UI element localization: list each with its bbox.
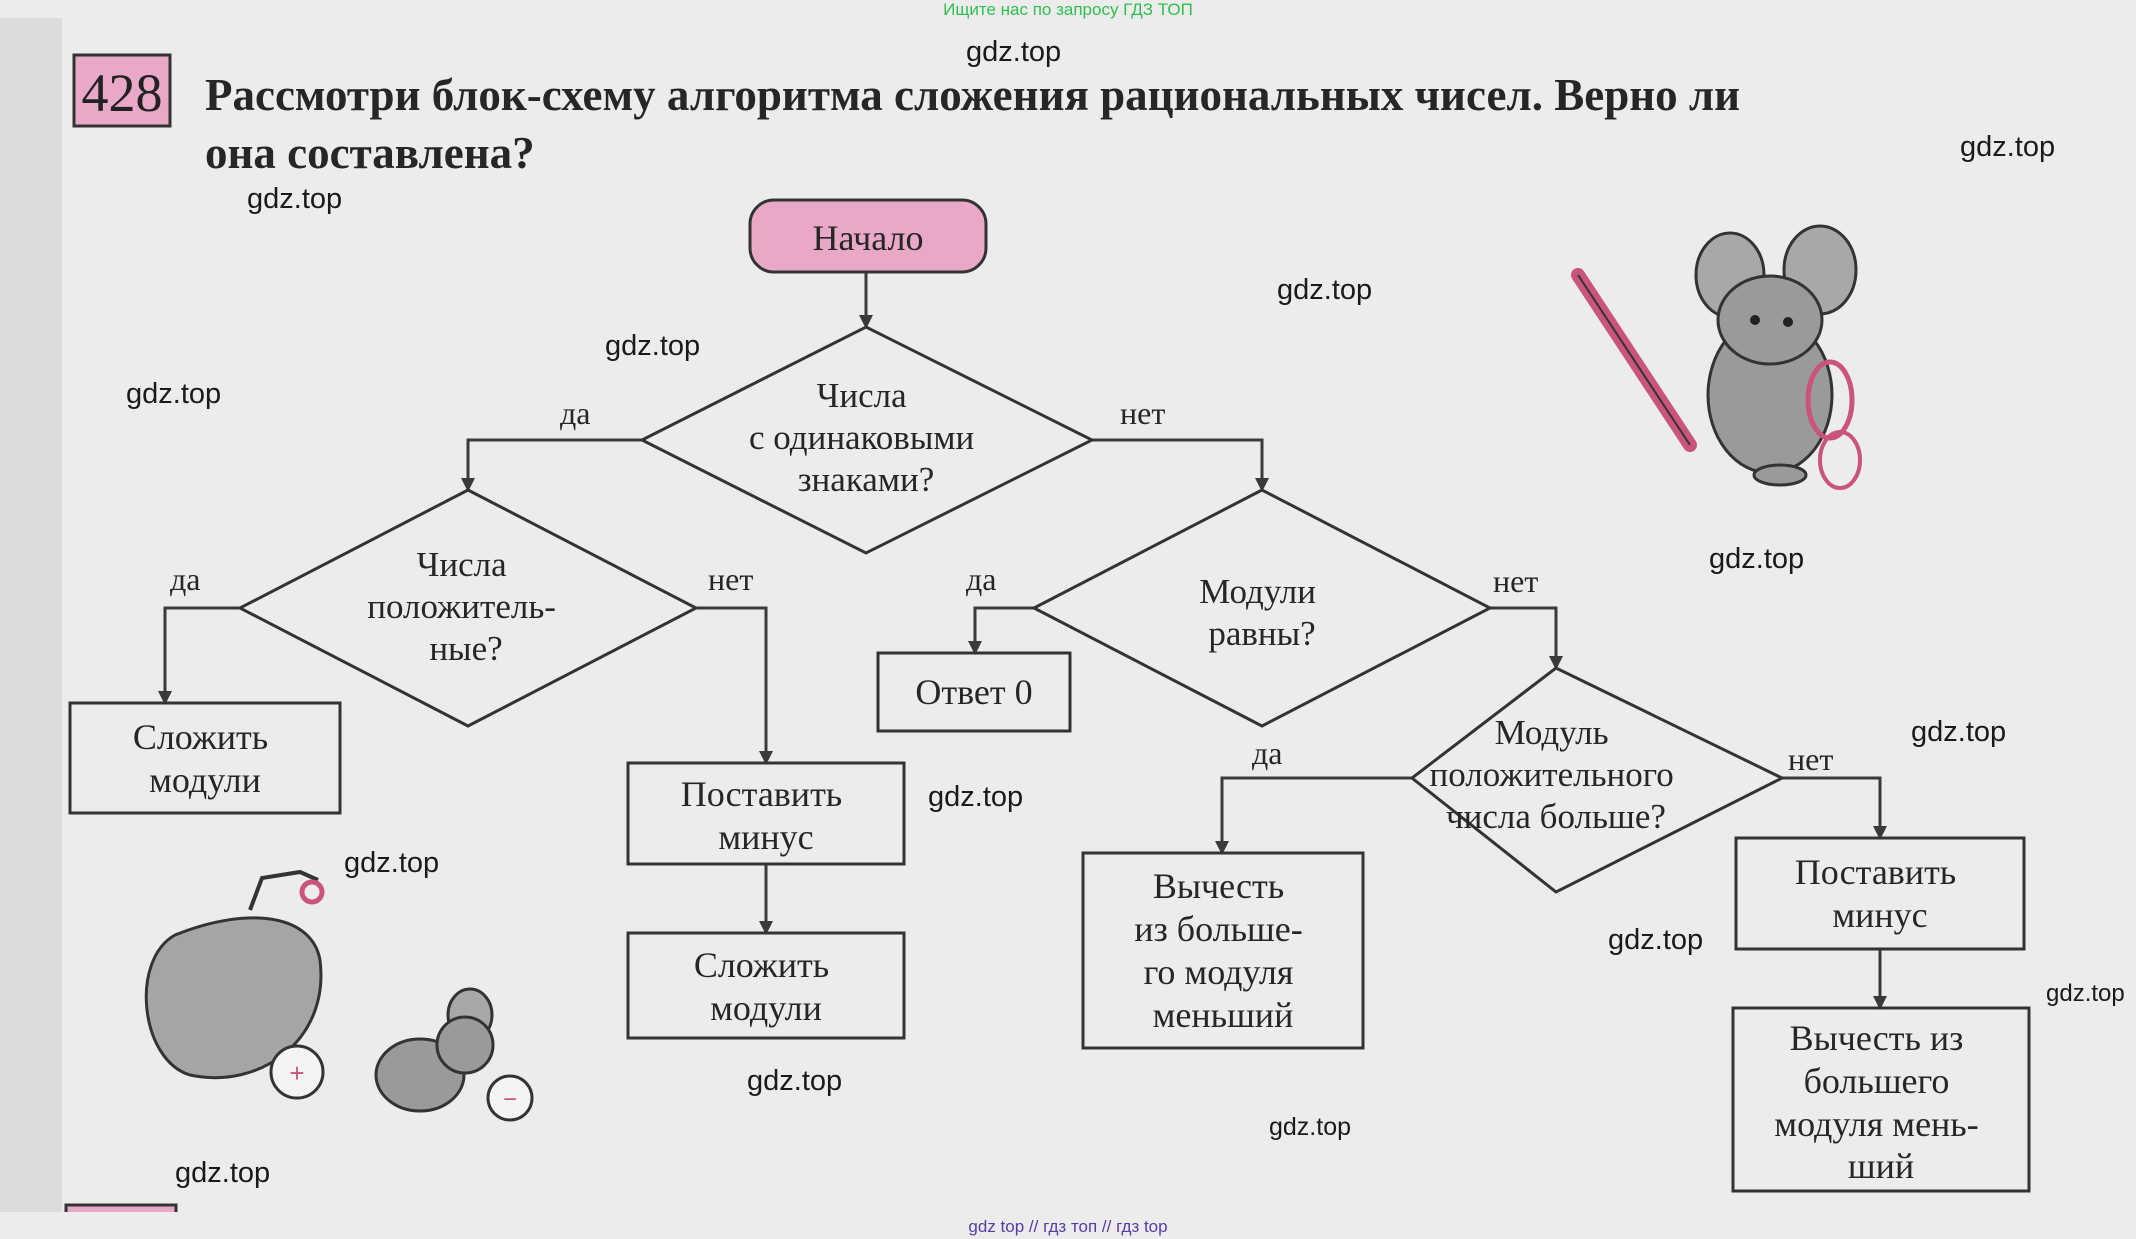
process-subtract-2-line-4: ший [1848, 1146, 1914, 1186]
decision-positive-module-bigger [1409, 666, 1786, 894]
watermark-9: gdz.top [928, 781, 1023, 813]
svg-text:−: − [503, 1086, 517, 1113]
edge-positive-no [696, 606, 773, 765]
decision-positive-line-2: положитель- [367, 587, 556, 626]
watermark-11: gdz.top [1608, 924, 1703, 956]
terminal-answer-zero [876, 651, 1072, 733]
process-add-modules-1-line-2: модули [149, 760, 261, 800]
edge-bigger-no [1782, 776, 1887, 840]
process-subtract-1 [1081, 851, 1365, 1050]
process-add-modules-1 [68, 701, 342, 815]
decision-same-signs-line-3: знаками? [798, 460, 935, 499]
banner-bottom: gdz top // гдз топ // гдз top [968, 1217, 1167, 1236]
process-add-modules-1-line-1: Сложить [133, 717, 268, 757]
task-text-line-1: Рассмотри блок-схему алгоритма сложения … [205, 70, 1740, 120]
edge-bigger-yes [1215, 776, 1412, 855]
task-text-line-2: она составлена? [205, 128, 535, 178]
watermark-5: gdz.top [605, 330, 700, 362]
bottom-strip [0, 1212, 2136, 1239]
process-put-minus-2 [1734, 836, 2026, 951]
edge-modules-equal-yes [968, 606, 1034, 655]
process-add-modules-2-line-1: Сложить [694, 945, 829, 985]
decision-positive-line-3: ные? [429, 629, 502, 668]
decision-modules-equal [1030, 488, 1494, 728]
edge-positive-yes [158, 606, 240, 705]
decision-same-signs [638, 325, 1096, 555]
mouse-with-pencil-illustration [1571, 224, 1862, 490]
decision-positive-module-bigger-text: Модуль положительного числа больше? [1430, 713, 1683, 836]
decision-positive [236, 488, 700, 728]
start-node-label: Начало [813, 218, 924, 258]
process-put-minus-2-line-1: Поставить [1795, 852, 1956, 892]
process-subtract-1-text: Вычесть из больше- го модуля меньший [1134, 866, 1311, 1035]
process-subtract-2-line-3: модуля мень- [1774, 1104, 1978, 1144]
label-no-same-signs: нет [1120, 395, 1165, 431]
process-subtract-1-line-1: Вычесть [1153, 866, 1284, 906]
decision-same-signs-line-1: Числа [817, 376, 907, 415]
task-number-badge [72, 53, 172, 128]
watermark-7: gdz.top [1709, 543, 1804, 575]
decision-positive-line-1: Числа [417, 545, 507, 584]
task-number: 428 [82, 63, 163, 123]
process-add-modules-2-line-2: модули [710, 988, 822, 1028]
decision-bigger-line-3: числа больше? [1446, 797, 1666, 836]
decision-positive-text: Числа положитель- ные? [367, 545, 564, 668]
process-put-minus-1-line-1: Поставить [681, 774, 842, 814]
decision-bigger-line-2: положительного [1430, 755, 1674, 794]
process-subtract-2-line-2: большего [1804, 1061, 1950, 1101]
label-yes-bigger: да [1252, 735, 1282, 771]
watermark-2: gdz.top [1960, 131, 2055, 163]
start-node [748, 198, 988, 274]
process-subtract-2-line-1: Вычесть из [1790, 1018, 1964, 1058]
process-subtract-2 [1731, 1006, 2031, 1193]
label-yes-positive: да [170, 561, 200, 597]
page-left-shade [0, 18, 62, 1218]
svg-text:+: + [289, 1058, 304, 1088]
terminal-answer-zero-label: Ответ 0 [915, 672, 1032, 712]
watermark-12: gdz.top [2046, 980, 2125, 1007]
decision-modules-equal-text: Модули равны? [1199, 572, 1324, 653]
process-subtract-2-text: Вычесть из большего модуля мень- ший [1774, 1018, 1987, 1186]
process-put-minus-1-text: Поставить минус [681, 774, 851, 857]
label-yes-same-signs: да [560, 395, 590, 431]
decision-same-signs-text: Числа с одинаковыми знаками? [749, 376, 983, 499]
watermark-13: gdz.top [747, 1065, 842, 1097]
watermark-10: gdz.top [344, 847, 439, 879]
watermark-8: gdz.top [1911, 716, 2006, 748]
decision-modules-equal-line-1: Модули [1199, 572, 1316, 611]
edge-same-signs-yes [461, 438, 642, 492]
process-put-minus-2-line-2: минус [1832, 895, 1927, 935]
process-add-modules-2 [626, 931, 906, 1040]
decision-modules-equal-line-2: равны? [1208, 614, 1315, 653]
process-add-modules-1-text: Сложить модули [133, 717, 277, 800]
watermark-15: gdz.top [175, 1157, 270, 1189]
watermark-14: gdz.top [1269, 1113, 1351, 1141]
watermark-3: gdz.top [247, 183, 342, 215]
edge-same-signs-no [1092, 438, 1269, 492]
label-no-positive: нет [708, 561, 753, 597]
banner-top: Ищите нас по запросу ГДЗ ТОП [943, 0, 1193, 19]
label-no-bigger: нет [1788, 741, 1833, 777]
process-subtract-1-line-4: меньший [1153, 995, 1294, 1035]
label-yes-modules-equal: да [966, 561, 996, 597]
label-no-modules-equal: нет [1493, 563, 1538, 599]
process-subtract-1-line-3: го модуля [1144, 952, 1294, 992]
process-add-modules-2-text: Сложить модули [694, 945, 838, 1028]
watermarks: gdz.top gdz.top gdz.top gdz.top gdz.top … [126, 36, 2125, 1189]
process-put-minus-2-text: Поставить минус [1795, 852, 1965, 935]
decision-same-signs-line-2: с одинаковыми [749, 418, 974, 457]
watermark-6: gdz.top [126, 378, 221, 410]
watermark-4: gdz.top [1277, 274, 1372, 306]
connectors [158, 272, 1887, 1010]
process-subtract-1-line-2: из больше- [1134, 909, 1302, 949]
watermark-1: gdz.top [966, 36, 1061, 68]
edge-modules-equal-no [1490, 606, 1563, 670]
process-put-minus-1 [626, 761, 906, 866]
bag-and-mouse-illustration: + − [144, 869, 534, 1122]
process-put-minus-1-line-2: минус [718, 817, 813, 857]
decision-bigger-line-1: Модуль [1495, 713, 1609, 752]
